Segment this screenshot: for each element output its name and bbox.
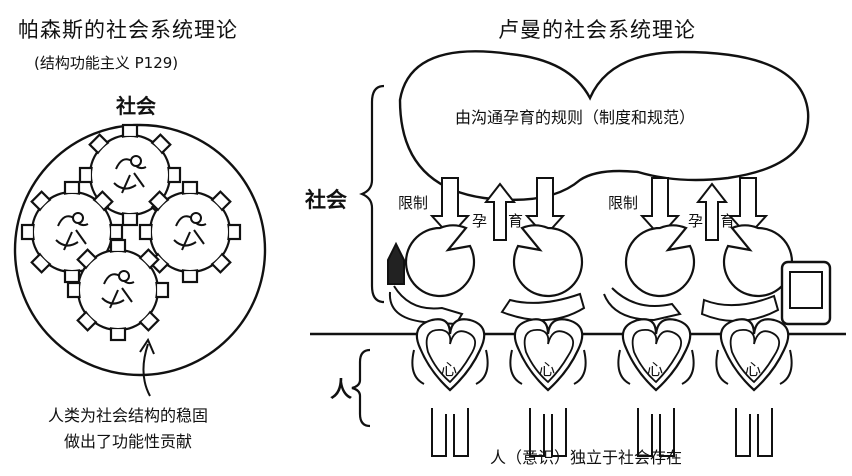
cloud-rules-text: 由沟通孕育的规则（制度和规范） [455, 108, 696, 127]
bottom-caption: 人（意识）独立于社会存在 [490, 448, 683, 467]
left-title: 帕森斯的社会系统理论 [18, 18, 238, 42]
heart-label: 心 [539, 360, 556, 379]
heart-label: 心 [745, 360, 762, 379]
left-caption-line1: 人类为社会结构的稳固 [48, 406, 209, 425]
person-label: 人 [330, 378, 353, 403]
left-subtitle: (结构功能主义 P129) [34, 54, 179, 72]
nurture-label-char2: 育 [508, 212, 524, 230]
right-title: 卢曼的社会系统理论 [498, 18, 696, 42]
left-caption-line2: 做出了功能性贡献 [64, 432, 193, 451]
left-society-label: 社会 [110, 90, 162, 119]
heart-label: 心 [441, 360, 458, 379]
restrict-label: 限制 [608, 194, 639, 212]
nurture-label-char1: 孕 [688, 212, 704, 230]
nurture-label-char1: 孕 [472, 212, 488, 230]
heart-label: 心 [647, 360, 664, 379]
nurture-label-char2: 育 [720, 212, 736, 230]
restrict-label: 限制 [398, 194, 429, 212]
society-label: 社会 [305, 188, 347, 212]
